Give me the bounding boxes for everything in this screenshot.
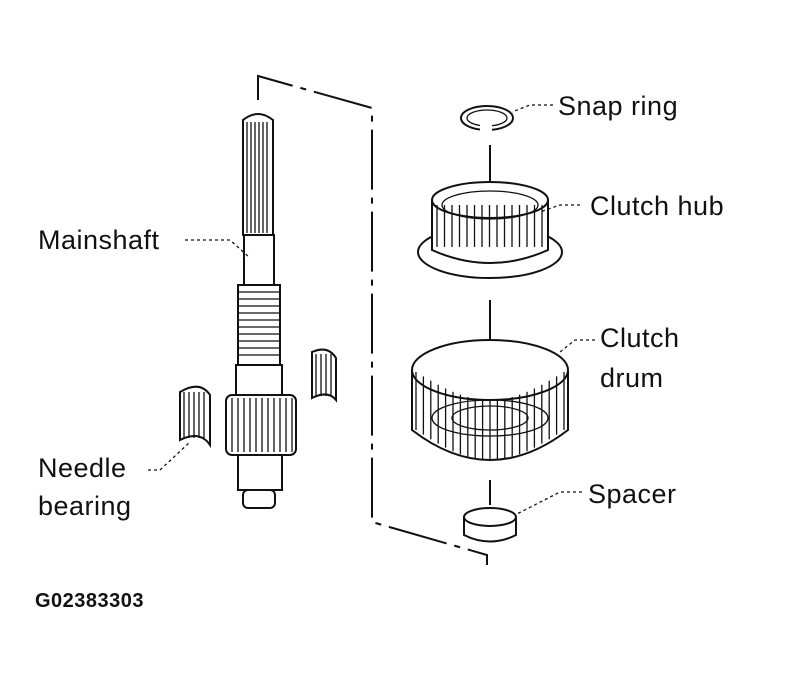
- needle-rollers: [315, 354, 332, 396]
- needle-bearing-left-half: [179, 385, 211, 449]
- clutch-drum: [411, 339, 569, 461]
- snap-ring: [460, 105, 514, 132]
- needle-bearing-label-line2: bearing: [38, 491, 132, 521]
- shaft-splines: [246, 122, 268, 233]
- spacer: [463, 507, 517, 543]
- figure-code: G02383303: [35, 590, 145, 612]
- mainshaft: [225, 113, 297, 509]
- snap-ring-label: Snap ring: [558, 91, 679, 121]
- mainshaft-label: Mainshaft: [38, 225, 160, 255]
- alignment-frame: [257, 74, 488, 565]
- clutch-drum-label-line1: Clutch: [600, 323, 680, 353]
- needle-bearing-right-half: [311, 348, 337, 403]
- clutch-drum-label-line2: drum: [600, 363, 664, 393]
- hub-splines: [436, 205, 543, 247]
- clutch-hub: [417, 181, 563, 279]
- drum-splines: [415, 372, 565, 460]
- spacer-label: Spacer: [588, 479, 677, 509]
- clutch-hub-label: Clutch hub: [590, 191, 725, 221]
- gear-teeth: [231, 398, 293, 452]
- needle-bearing-label-line1: Needle: [38, 453, 127, 483]
- needle-rollers: [183, 392, 205, 438]
- shaft-rings: [238, 291, 280, 356]
